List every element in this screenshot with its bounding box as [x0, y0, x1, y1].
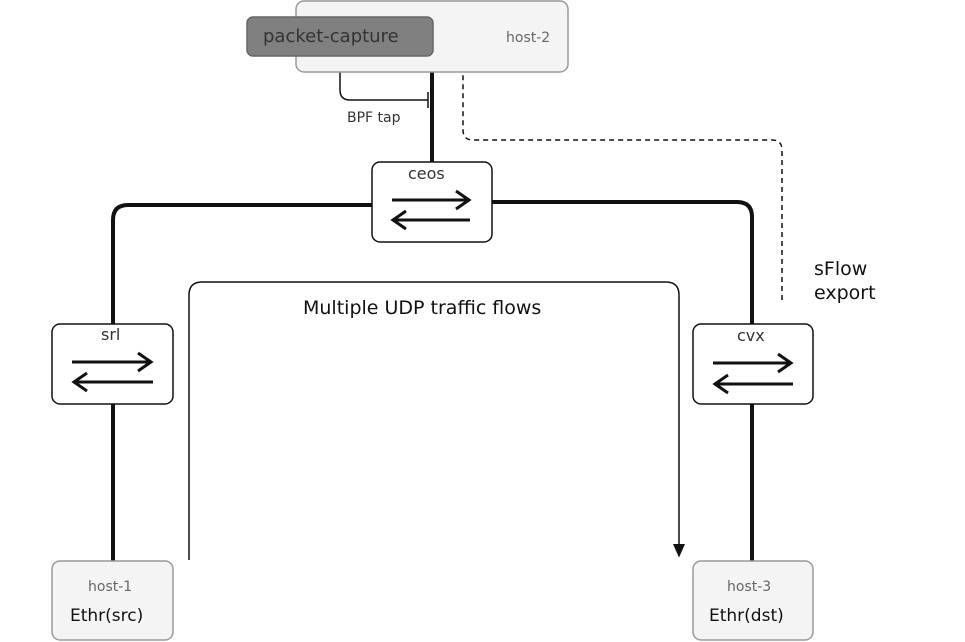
packet-capture-box	[246, 16, 434, 57]
traffic-flow-label: Multiple UDP traffic flows	[303, 297, 542, 319]
host-3-sub-label: Ethr(dst)	[709, 606, 784, 626]
srl-label: srl	[101, 325, 121, 344]
host-1-label: host-1	[88, 579, 133, 595]
cvx-arrows-icon	[712, 352, 794, 395]
host-1-box	[51, 560, 174, 641]
sflow-export-line	[456, 22, 783, 300]
host-2-label: host-2	[506, 30, 551, 46]
ceos-arrows-icon	[390, 189, 472, 231]
traffic-flow-line	[188, 281, 685, 560]
host-3-label: host-3	[727, 579, 772, 595]
link-ceos-cvx	[492, 200, 754, 325]
srl-arrows-icon	[71, 351, 154, 393]
host-3-box	[692, 560, 814, 641]
link-ceos-srl	[111, 203, 372, 325]
cvx-label: cvx	[737, 326, 765, 345]
packet-capture-label: packet-capture	[263, 26, 399, 47]
bpf-tap-label: BPF tap	[347, 110, 401, 126]
links	[111, 72, 754, 562]
srl-switch-box	[51, 323, 174, 405]
sflow-label-line1: sFlow	[814, 258, 868, 280]
sflow-label-line2: export	[814, 282, 876, 304]
ceos-label: ceos	[408, 164, 445, 183]
ceos-switch-box	[371, 161, 493, 243]
host-1-sub-label: Ethr(src)	[70, 606, 144, 626]
bpf-tap-line	[339, 56, 428, 101]
